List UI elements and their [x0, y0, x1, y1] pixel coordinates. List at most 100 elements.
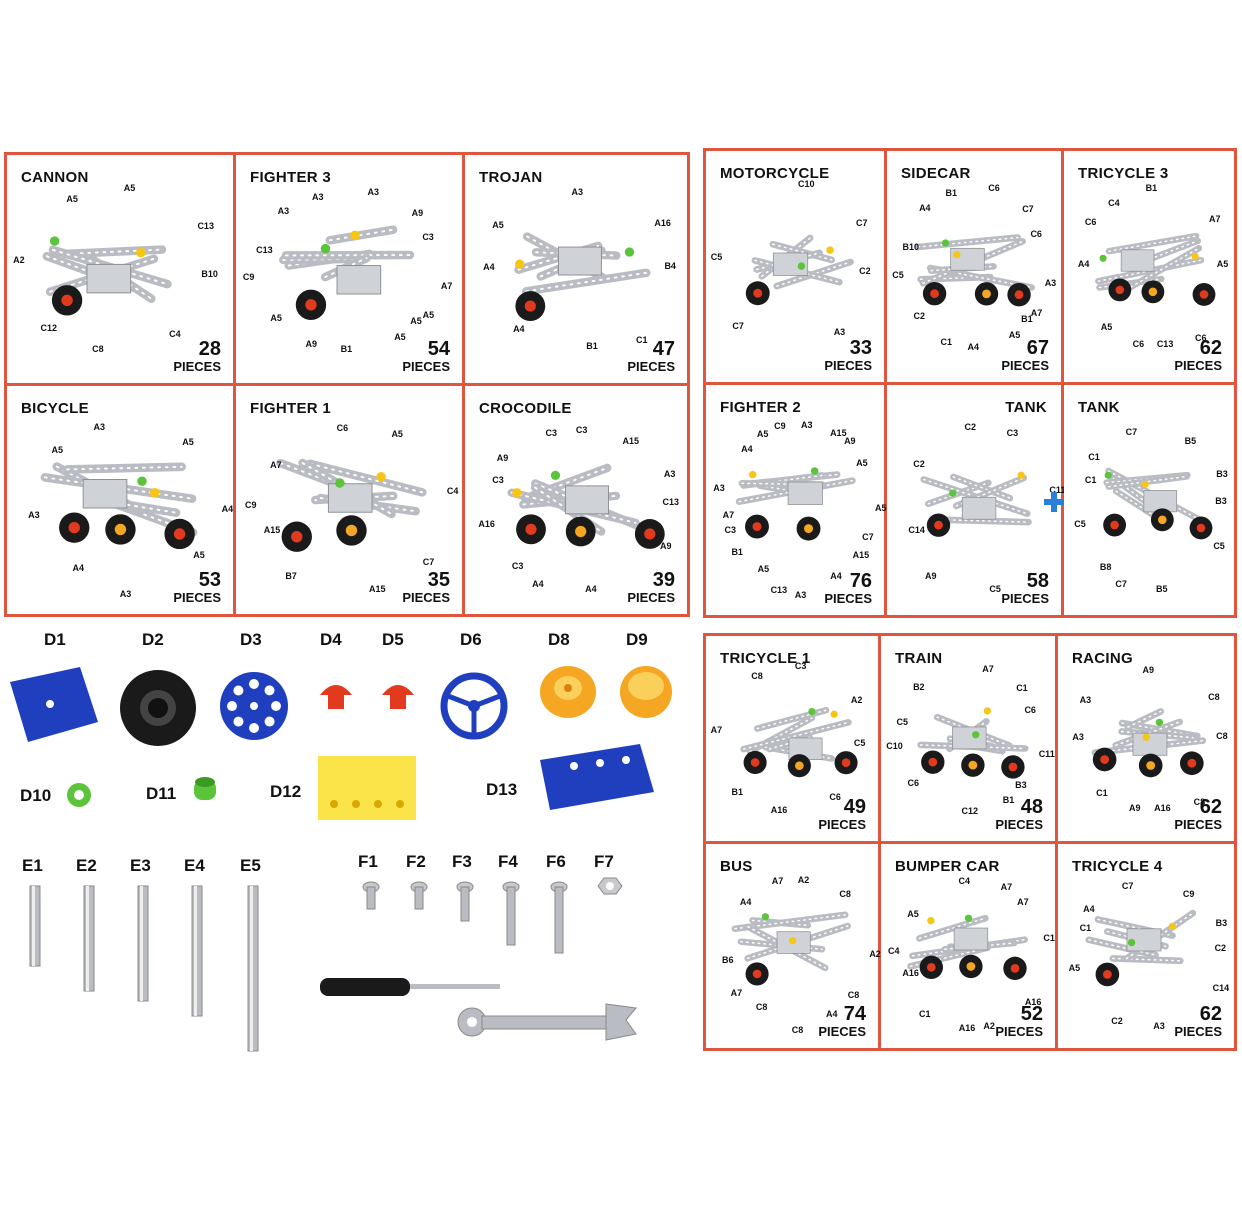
part-callout: C14 — [1212, 982, 1230, 993]
part-callout: B6 — [722, 954, 734, 965]
part-callout: C9 — [1182, 888, 1195, 899]
model-title: FIGHTER 2 — [720, 398, 802, 416]
part-callout: B1 — [586, 340, 598, 351]
axle-rod-icon — [246, 885, 260, 1052]
part-callout: A2 — [797, 874, 810, 885]
part-callout: A9 — [844, 436, 856, 447]
part-callout: A5 — [182, 437, 194, 448]
part-callout: C5 — [892, 269, 904, 280]
part-callout: C4 — [169, 328, 181, 339]
part-callout: A3 — [1072, 732, 1084, 743]
axle-rod-icon — [136, 885, 150, 1002]
part-callout: C8 — [1193, 797, 1206, 808]
part-callout: C14 — [908, 524, 925, 535]
part-callout: A3 — [277, 206, 290, 217]
part-callout: C7 — [732, 320, 744, 331]
part-callout: A15 — [852, 549, 870, 560]
part-callout: C12 — [40, 322, 57, 333]
part-callout: A5 — [123, 182, 136, 193]
part-callout: B3 — [1215, 918, 1228, 929]
part-callout: A4 — [532, 578, 544, 589]
piece-count-number: 39 — [652, 569, 675, 591]
part-callout: C10 — [797, 178, 815, 189]
part-callout: A5 — [410, 315, 422, 326]
part-callout: A2 — [850, 695, 863, 706]
part-callout: C1 — [1084, 474, 1097, 485]
model-illustration — [920, 471, 1032, 538]
piece-count-number: 67 — [1026, 336, 1049, 359]
piece-count-unit: PIECES — [824, 591, 872, 606]
part-callout: A4 — [741, 444, 753, 455]
part-callout: C5 — [989, 584, 1001, 595]
part-callout: C1 — [918, 1009, 931, 1020]
part-callout: C8 — [847, 990, 860, 1001]
part-callout: B1 — [1145, 183, 1158, 194]
part-label: D4 — [320, 630, 342, 649]
part-callout: C7 — [1125, 427, 1138, 438]
screw-icon — [550, 881, 568, 956]
part-callout: B1 — [945, 188, 958, 199]
part-label: D3 — [240, 630, 262, 649]
part-callout: A2 — [13, 254, 25, 265]
part-callout: A4 — [1083, 903, 1095, 914]
yellow-wheel-icon — [618, 660, 674, 720]
model-title: CROCODILE — [479, 400, 572, 417]
part-callout: C3 — [422, 232, 434, 243]
model-title: FIGHTER 1 — [250, 400, 332, 417]
piece-count-number: 62 — [1199, 1003, 1222, 1025]
part-callout: C1 — [1079, 923, 1092, 934]
part-callout: B10 — [902, 241, 919, 252]
part-callout: A4 — [826, 1009, 838, 1020]
model-title: SIDECAR — [901, 165, 971, 182]
model-illustration — [507, 463, 665, 550]
model-illustration — [40, 462, 198, 550]
part-label: D11 — [146, 784, 177, 803]
model-title: TRICYCLE 3 — [1078, 165, 1169, 182]
part-callout: C5 — [710, 251, 723, 262]
blue-plate-icon — [530, 740, 656, 814]
part-callout: A5 — [193, 549, 205, 560]
part-label: D2 — [142, 630, 164, 649]
piece-count-unit: PIECES — [1174, 1024, 1222, 1039]
piece-count-number: 35 — [427, 569, 450, 591]
part-callout: A3 — [794, 589, 807, 600]
piece-count-unit: PIECES — [173, 590, 221, 605]
part-callout: C2 — [964, 421, 976, 432]
part-callout: C1 — [1016, 683, 1028, 694]
part-callout: A5 — [856, 458, 868, 469]
part-callout: A7 — [710, 725, 723, 736]
part-callout: C7 — [1022, 204, 1034, 215]
part-callout: A7 — [730, 987, 743, 998]
blue-plate-icon — [0, 662, 100, 747]
part-callout: C8 — [92, 343, 104, 354]
model-illustration — [514, 232, 651, 322]
part-callout: C3 — [545, 428, 558, 439]
part-label: F4 — [498, 852, 518, 871]
part-callout: C9 — [245, 500, 257, 510]
piece-count-number: 54 — [427, 338, 450, 360]
piece-count-unit: PIECES — [173, 359, 221, 374]
piece-count-number: 47 — [652, 338, 675, 360]
part-callout: B5 — [1156, 584, 1168, 595]
part-callout: A3 — [1079, 694, 1092, 705]
part-callout: A5 — [875, 503, 887, 514]
piece-count-unit: PIECES — [402, 590, 450, 605]
part-callout: A16 — [1154, 802, 1171, 813]
part-callout: A4 — [221, 503, 234, 514]
part-callout: C2 — [859, 266, 871, 277]
part-callout: C7 — [422, 556, 435, 567]
part-callout: C8 — [791, 1025, 804, 1036]
